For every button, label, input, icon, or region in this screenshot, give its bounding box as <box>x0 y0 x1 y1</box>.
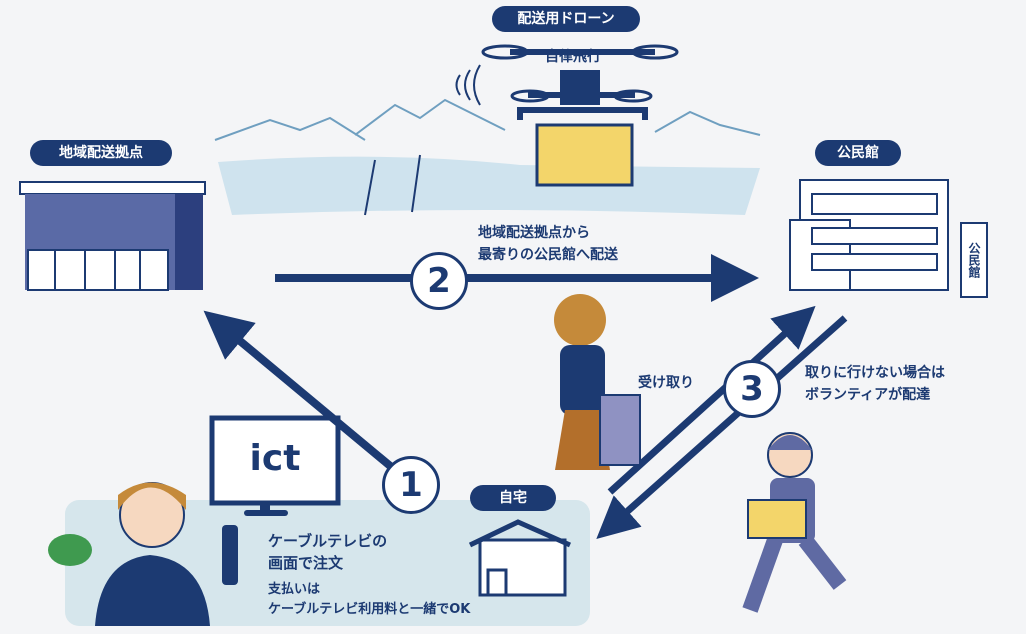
payment-text: 支払いは ケーブルテレビ利用料と一緒でOK <box>268 580 470 620</box>
volunteer <box>742 432 847 613</box>
community-center-sign: 公民館 <box>960 222 988 298</box>
step-1-line-2: 画面で注文 <box>268 554 344 572</box>
step-3-pickup-text: 受け取り <box>638 375 694 391</box>
step-3-line-2: ボランティアが配達 <box>805 387 931 403</box>
step-3-line-1: 取りに行けない場合は <box>805 365 945 381</box>
step-2-line-2: 最寄りの公民館へ配送 <box>478 247 618 263</box>
depot-building <box>19 181 206 291</box>
arrow-step-3-delivery <box>596 315 848 539</box>
drone-label: 配送用ドローン <box>492 6 640 32</box>
package <box>535 123 634 187</box>
community-center-building <box>789 179 949 291</box>
tv: ict <box>209 415 341 516</box>
payment-line-2: ケーブルテレビ利用料と一緒でOK <box>268 602 471 617</box>
arrow-step-3-pickup <box>607 305 816 495</box>
depot-label: 地域配送拠点 <box>30 140 172 166</box>
home-label: 自宅 <box>470 485 556 511</box>
step-2-line-1: 地域配送拠点から <box>478 225 590 241</box>
step-3-badge: 3 <box>723 360 781 418</box>
walking-woman <box>554 294 641 470</box>
step-3-text: 取りに行けない場合は ボランティアが配達 <box>805 362 945 406</box>
tv-logo: ict <box>250 438 301 479</box>
autonomous-flight-label: 自律飛行 <box>545 49 601 65</box>
step-2-badge: 2 <box>410 252 468 310</box>
step-1-badge: 1 <box>382 456 440 514</box>
customer-woman <box>48 482 238 626</box>
step-1-line-1: ケーブルテレビの <box>268 532 388 550</box>
river <box>218 156 760 215</box>
house <box>468 519 572 597</box>
arrow-step-1 <box>203 310 398 474</box>
landscape <box>214 98 761 141</box>
step-1-text: ケーブルテレビの 画面で注文 <box>268 530 387 574</box>
step-2-text: 地域配送拠点から 最寄りの公民館へ配送 <box>478 222 618 266</box>
payment-line-1: 支払いは <box>268 582 321 597</box>
drone-illustration <box>455 44 679 187</box>
community-center-label: 公民館 <box>815 140 901 166</box>
